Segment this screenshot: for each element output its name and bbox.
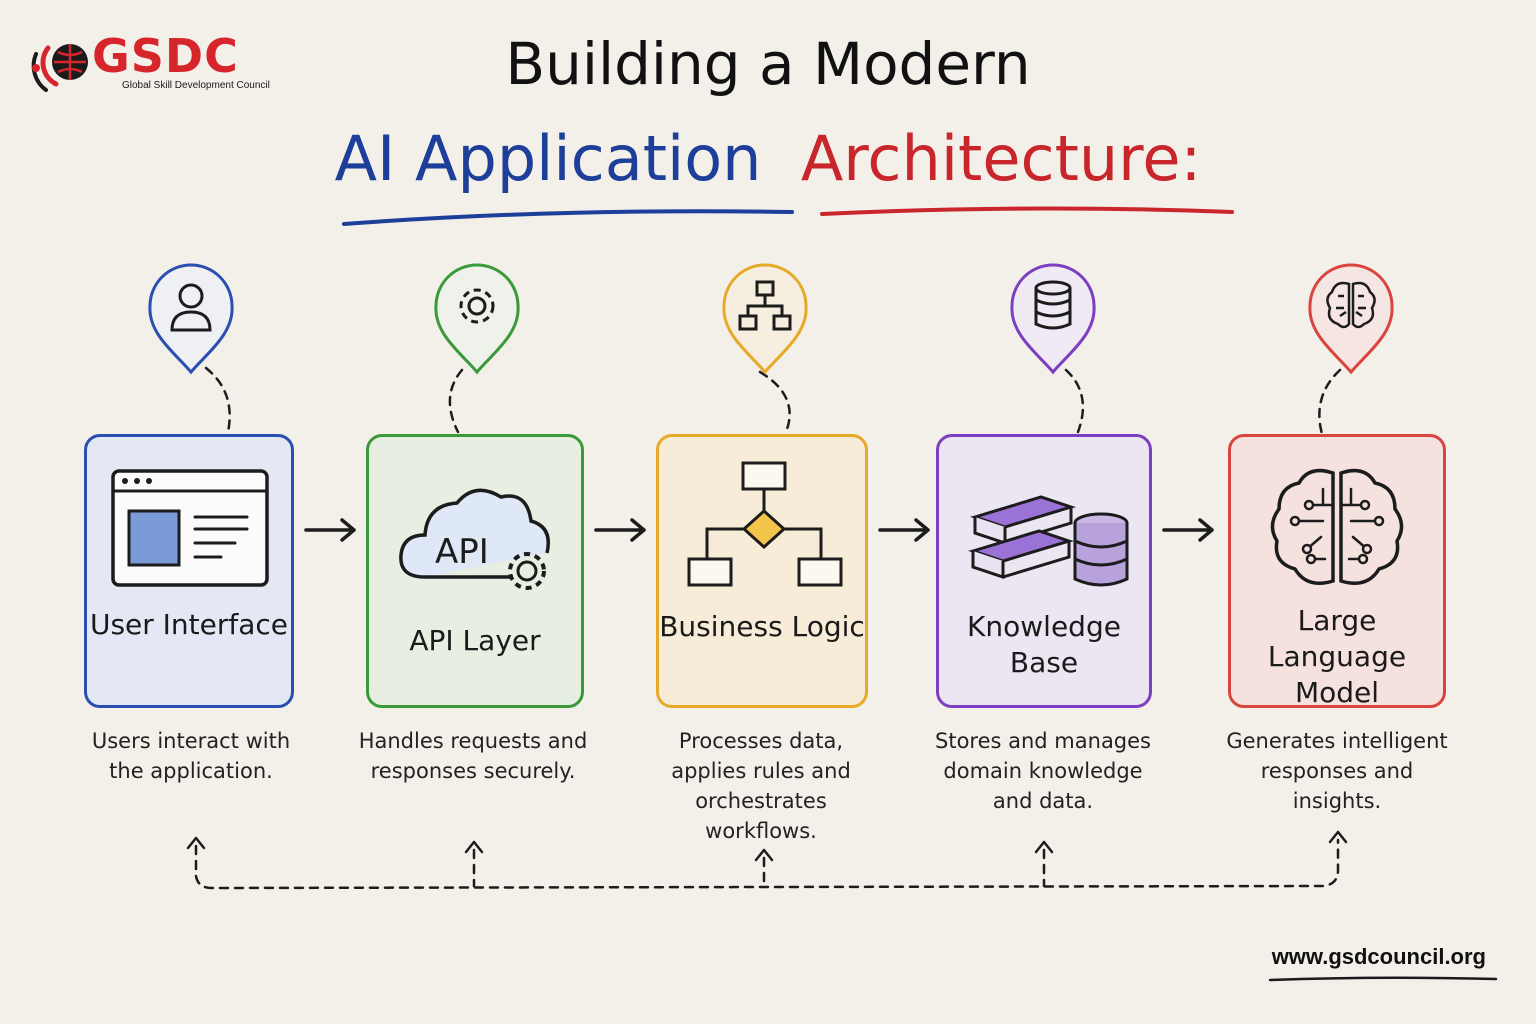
step-description: Handles requests and responses securely. [358, 729, 588, 783]
arrow-right-icon [1162, 518, 1214, 542]
title-highlight-red: Architecture: [800, 122, 1202, 195]
step-business-logic: Business Logic [656, 434, 868, 708]
api-cloud-icon: API [399, 488, 550, 590]
step-large-language-model: Large Language Model [1228, 434, 1446, 709]
page-title-line-1: Building a Modern [505, 30, 1031, 98]
step-description: Generates intelligent responses and insi… [1226, 729, 1448, 813]
title-highlight-blue: AI Application [334, 122, 762, 195]
logo-wordmark: GSDC [92, 29, 239, 83]
brain-icon [1308, 263, 1394, 375]
arrow-right-icon [304, 518, 356, 542]
browser-window-icon [111, 469, 269, 587]
step-label: Business Logic [659, 610, 865, 643]
database-icon [1010, 263, 1096, 375]
globe-logo-icon [31, 44, 88, 92]
step-label: API Layer [409, 624, 541, 657]
step-description: Users interact with the application. [91, 729, 291, 783]
step-label: Knowledge Base [967, 610, 1121, 679]
step-knowledge-base: Knowledge Base [936, 434, 1152, 708]
hierarchy-icon [722, 263, 808, 375]
books-database-icon [968, 495, 1129, 587]
step-user-interface: User Interface [84, 434, 294, 708]
step-description: Stores and manages domain knowledge and … [935, 729, 1151, 813]
gsdc-logo: GSDC Global Skill Development Council [26, 28, 270, 98]
user-icon [148, 263, 234, 375]
footer-url[interactable]: www.gsdcouncil.org [1271, 944, 1486, 969]
logo-tagline: Global Skill Development Council [122, 80, 270, 91]
circuit-brain-icon [1270, 468, 1404, 585]
api-cloud-text: API [435, 532, 489, 572]
gear-icon [434, 263, 520, 375]
page-title-line-2: AI Application Architecture: [0, 122, 1536, 195]
step-description: Processes data, applies rules and orches… [671, 729, 851, 843]
footer-underline [1268, 976, 1498, 982]
arrow-right-icon [594, 518, 646, 542]
step-label: User Interface [89, 608, 289, 641]
arrow-right-icon [878, 518, 930, 542]
step-label: Large Language Model [1267, 604, 1407, 709]
step-api-layer: API API Layer [366, 434, 584, 708]
flowchart-icon [687, 461, 843, 587]
